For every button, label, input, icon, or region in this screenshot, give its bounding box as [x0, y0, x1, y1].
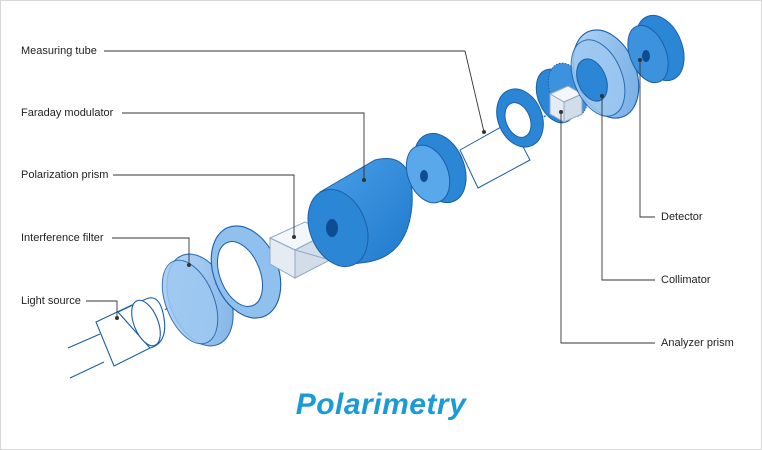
leader-collimator	[601, 96, 655, 281]
leader-interference-filter	[112, 237, 190, 265]
collimator-lens	[570, 29, 640, 119]
label-polarization-prism: Polarization prism	[21, 169, 109, 181]
leader-analyzer-prism	[560, 112, 655, 344]
label-faraday-modulator: Faraday modulator	[21, 107, 114, 119]
faraday-modulator-cylinder	[307, 158, 413, 268]
measuring-tube	[459, 88, 544, 189]
diagram-title: Polarimetry	[295, 388, 467, 421]
leader-detector	[639, 60, 655, 218]
leader-polarization-prism	[113, 174, 295, 237]
leader-measuring-tube	[104, 50, 485, 133]
leader-lines-left	[86, 50, 486, 320]
label-interference-filter: Interference filter	[21, 232, 104, 244]
label-collimator: Collimator	[661, 274, 711, 286]
leader-light-source	[86, 300, 118, 318]
leader-faraday-modulator	[122, 112, 365, 180]
label-light-source: Light source	[21, 295, 81, 307]
label-analyzer-prism: Analyzer prism	[661, 337, 734, 349]
analyzer-prism-assembly	[535, 62, 589, 124]
leader-lines-right	[559, 58, 655, 344]
light-source-lamp	[67, 297, 166, 379]
label-detector: Detector	[661, 211, 703, 223]
label-measuring-tube: Measuring tube	[21, 45, 97, 57]
detector-unit	[627, 14, 685, 84]
tube-entry-disc	[405, 132, 467, 204]
filter-ring	[210, 225, 282, 319]
